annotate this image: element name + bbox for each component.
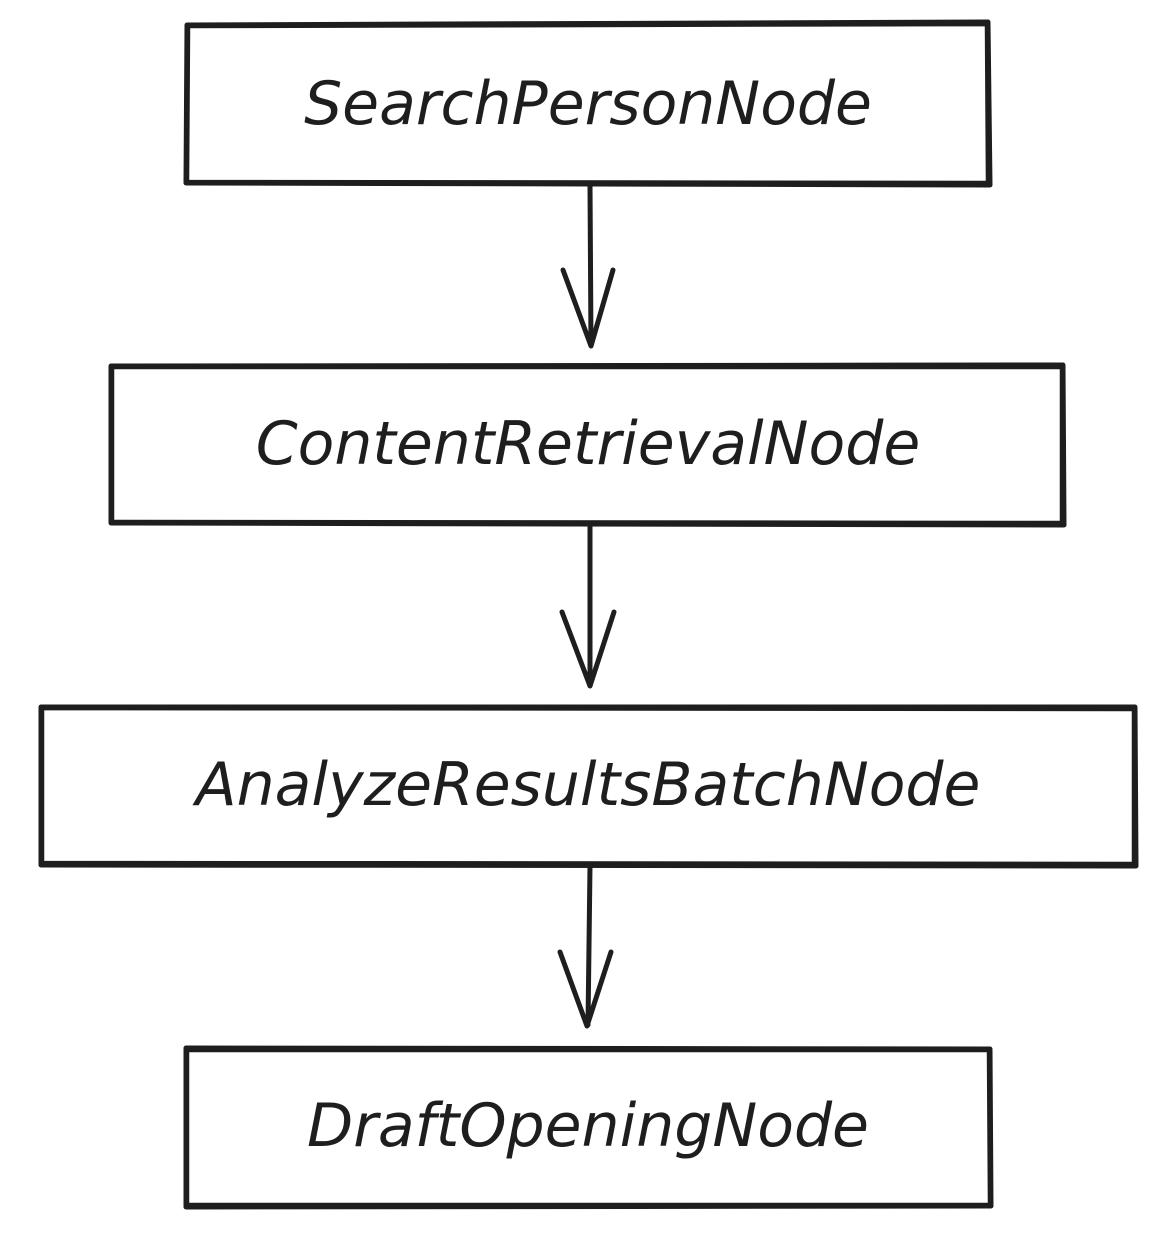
arrow-1-head <box>560 267 616 349</box>
arrow-2-head <box>559 609 617 689</box>
node-search-person[interactable]: SearchPersonNode <box>183 19 993 188</box>
node-draft-opening-box <box>183 1045 994 1210</box>
node-draft-opening[interactable]: DraftOpeningNode <box>183 1045 994 1210</box>
arrow-3 <box>557 863 614 1029</box>
node-search-person-box-sketch <box>186 23 989 184</box>
node-content-retrieval-box <box>108 362 1067 528</box>
node-content-retrieval-box-sketch <box>111 366 1063 524</box>
node-content-retrieval[interactable]: ContentRetrievalNode <box>108 362 1067 528</box>
node-search-person-label: SearchPersonNode <box>304 69 872 139</box>
node-search-person-box <box>183 19 993 188</box>
arrow-3-head <box>557 949 614 1029</box>
arrow-3-line <box>585 863 593 1028</box>
node-analyze-results-batch-box-sketch <box>41 707 1135 865</box>
node-draft-opening-box-sketch <box>186 1049 991 1206</box>
arrow-2 <box>559 522 617 689</box>
node-analyze-results-batch-label: AnalyzeResultsBatchNode <box>192 750 981 820</box>
node-draft-opening-label: DraftOpeningNode <box>307 1091 869 1161</box>
node-content-retrieval-label: ContentRetrievalNode <box>256 409 921 479</box>
arrow-1-line <box>587 182 594 348</box>
node-analyze-results-batch[interactable]: AnalyzeResultsBatchNode <box>38 704 1139 869</box>
arrow-1 <box>560 182 616 349</box>
node-analyze-results-batch-box <box>38 704 1139 869</box>
